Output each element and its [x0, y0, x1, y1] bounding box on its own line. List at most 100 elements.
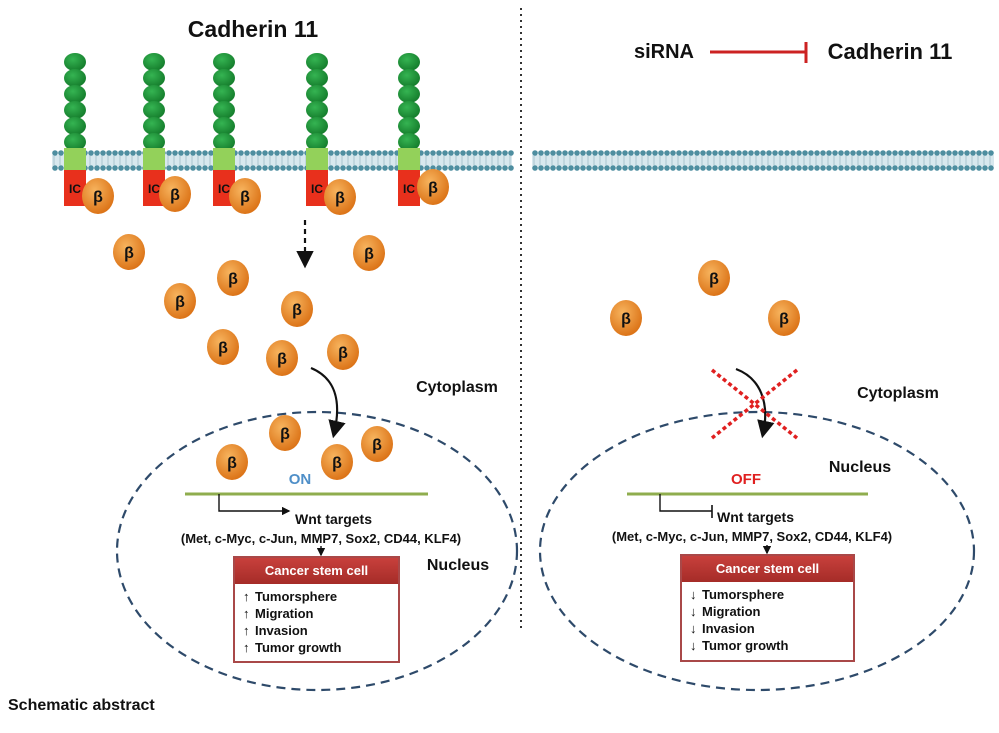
- beta-catenin: β: [768, 300, 800, 336]
- beta-catenin-label: β: [124, 245, 134, 262]
- beta-catenin-label: β: [175, 294, 185, 311]
- beta-catenin: β: [327, 334, 359, 370]
- beta-catenin: β: [266, 340, 298, 376]
- left-title: Cadherin 11: [188, 16, 319, 42]
- beta-catenin-label: β: [428, 180, 438, 197]
- beta-catenin: β: [229, 178, 261, 214]
- beta-catenin: β: [113, 234, 145, 270]
- beta-catenin: β: [207, 329, 239, 365]
- nucleus-label-left: Nucleus: [427, 557, 489, 574]
- beta-catenin-label: β: [779, 311, 789, 328]
- beta-catenin: β: [281, 291, 313, 327]
- beta-catenin: β: [269, 415, 301, 451]
- csc-effect-label: Tumor growth: [702, 638, 789, 653]
- nucleus-label-right: Nucleus: [829, 459, 891, 476]
- beta-catenin: β: [217, 260, 249, 296]
- targets-list-right: (Met, c-Myc, c-Jun, MMP7, Sox2, CD44, KL…: [612, 529, 892, 544]
- beta-catenin: β: [610, 300, 642, 336]
- beta-catenin-label: β: [709, 271, 719, 288]
- csc-effect-item: ↓ Tumor growth: [690, 637, 853, 654]
- beta-catenin: β: [159, 176, 191, 212]
- nucleus-right: [538, 410, 976, 692]
- csc-effect-item: ↓ Tumorsphere: [690, 586, 853, 603]
- cadherin-receptor: IC: [143, 53, 165, 206]
- csc-effect-item: ↓ Migration: [690, 603, 853, 620]
- promoter-repression-line: [659, 494, 712, 512]
- ic-domain-label: IC: [403, 182, 415, 196]
- down-arrow-icon: ↓: [690, 621, 697, 636]
- cytoplasm-label-right: Cytoplasm: [857, 385, 939, 402]
- csc-list-left: ↑ Tumorsphere ↑ Migration ↑ Invasion↑Tumor gr…: [235, 584, 398, 656]
- csc-effect-item: ↓ Invasion: [690, 620, 853, 637]
- cell-membrane-right: [532, 150, 994, 171]
- beta-catenin-label: β: [372, 437, 382, 454]
- csc-effect-label: Tumorsphere: [702, 587, 785, 602]
- up-arrow-icon: ↑: [243, 606, 250, 621]
- beta-catenin: β: [82, 178, 114, 214]
- up-arrow-icon: ↑: [243, 623, 250, 638]
- figure-caption: Schematic abstract: [8, 697, 155, 714]
- beta-catenin-label: β: [93, 189, 103, 206]
- beta-catenin: β: [164, 283, 196, 319]
- nuclear-translocation-arrow: [310, 366, 346, 439]
- off-state-label: OFF: [731, 471, 761, 488]
- cadherin-receptor: IC: [64, 53, 86, 206]
- ic-domain-label: IC: [218, 182, 230, 196]
- up-arrow-icon: ↑: [243, 589, 250, 604]
- beta-catenin-group: β β β β β β β β β β β β β β β β β β β β: [82, 169, 800, 480]
- beta-catenin: β: [353, 235, 385, 271]
- csc-effect-item: ↑ Invasion: [243, 622, 398, 639]
- down-arrow-icon: ↓: [690, 587, 697, 602]
- down-arrow-icon: ↓: [690, 638, 697, 653]
- beta-catenin-label: β: [335, 190, 345, 207]
- beta-catenin-label: β: [240, 189, 250, 206]
- csc-header-right: Cancer stem cell: [682, 556, 853, 582]
- beta-catenin: β: [216, 444, 248, 480]
- csc-header-left: Cancer stem cell: [235, 558, 398, 584]
- csc-box-left: Cancer stem cell ↑Tumorsphere↑Migration↑…: [233, 556, 400, 663]
- beta-catenin: β: [698, 260, 730, 296]
- cadherin-receptor: IC: [213, 53, 235, 206]
- csc-effect-label: Invasion: [702, 621, 755, 636]
- sirna-label: siRNA: [634, 41, 694, 63]
- beta-catenin-label: β: [292, 302, 302, 319]
- cell-membrane-left: [52, 150, 514, 171]
- csc-effect-label: Migration: [702, 604, 761, 619]
- nucleus-left: [115, 410, 519, 692]
- ic-domain-label: IC: [69, 182, 81, 196]
- beta-catenin-label: β: [228, 271, 238, 288]
- blocked-translocation-arrow: [735, 367, 775, 439]
- csc-effect-label: Migration: [255, 606, 314, 621]
- down-arrow-icon: ↓: [690, 604, 697, 619]
- cytoplasm-label-left: Cytoplasm: [416, 379, 498, 396]
- beta-catenin-label: β: [170, 187, 180, 204]
- beta-catenin-label: β: [277, 351, 287, 368]
- csc-box-right: Cancer stem cell ↓Tumorsphere↓Migration↓…: [680, 554, 855, 662]
- beta-catenin-label: β: [280, 426, 290, 443]
- csc-effect-label: Tumorsphere: [255, 589, 338, 604]
- promoter-activation-arrow: [218, 494, 291, 516]
- on-state-label: ON: [289, 471, 312, 488]
- cadherin-receptor: IC: [306, 53, 328, 206]
- wnt-targets-right: Wnt targets: [717, 509, 794, 525]
- csc-effect-label: Invasion: [255, 623, 308, 638]
- cadherin-receptor: IC: [398, 53, 420, 206]
- up-arrow-icon: ↑: [243, 640, 250, 655]
- beta-catenin-label: β: [218, 340, 228, 357]
- beta-catenin-label: β: [227, 455, 237, 472]
- beta-catenin-label: β: [621, 311, 631, 328]
- right-title: Cadherin 11: [828, 39, 953, 64]
- csc-effect-item: ↑Tumor growth: [243, 639, 398, 656]
- beta-catenin: β: [324, 179, 356, 215]
- beta-catenin-label: β: [338, 345, 348, 362]
- csc-list-right: ↓ Tumorsphere ↓ Migration ↓ Invasion ↓ Tumor gr…: [682, 582, 853, 654]
- beta-catenin: β: [361, 426, 393, 462]
- targets-list-left: (Met, c-Myc, c-Jun, MMP7, Sox2, CD44, KL…: [181, 531, 461, 546]
- csc-effect-item: ↑ Migration: [243, 605, 398, 622]
- ic-domain-label: IC: [311, 182, 323, 196]
- beta-catenin-label: β: [332, 455, 342, 472]
- ic-domain-label: IC: [148, 182, 160, 196]
- beta-catenin: β: [417, 169, 449, 205]
